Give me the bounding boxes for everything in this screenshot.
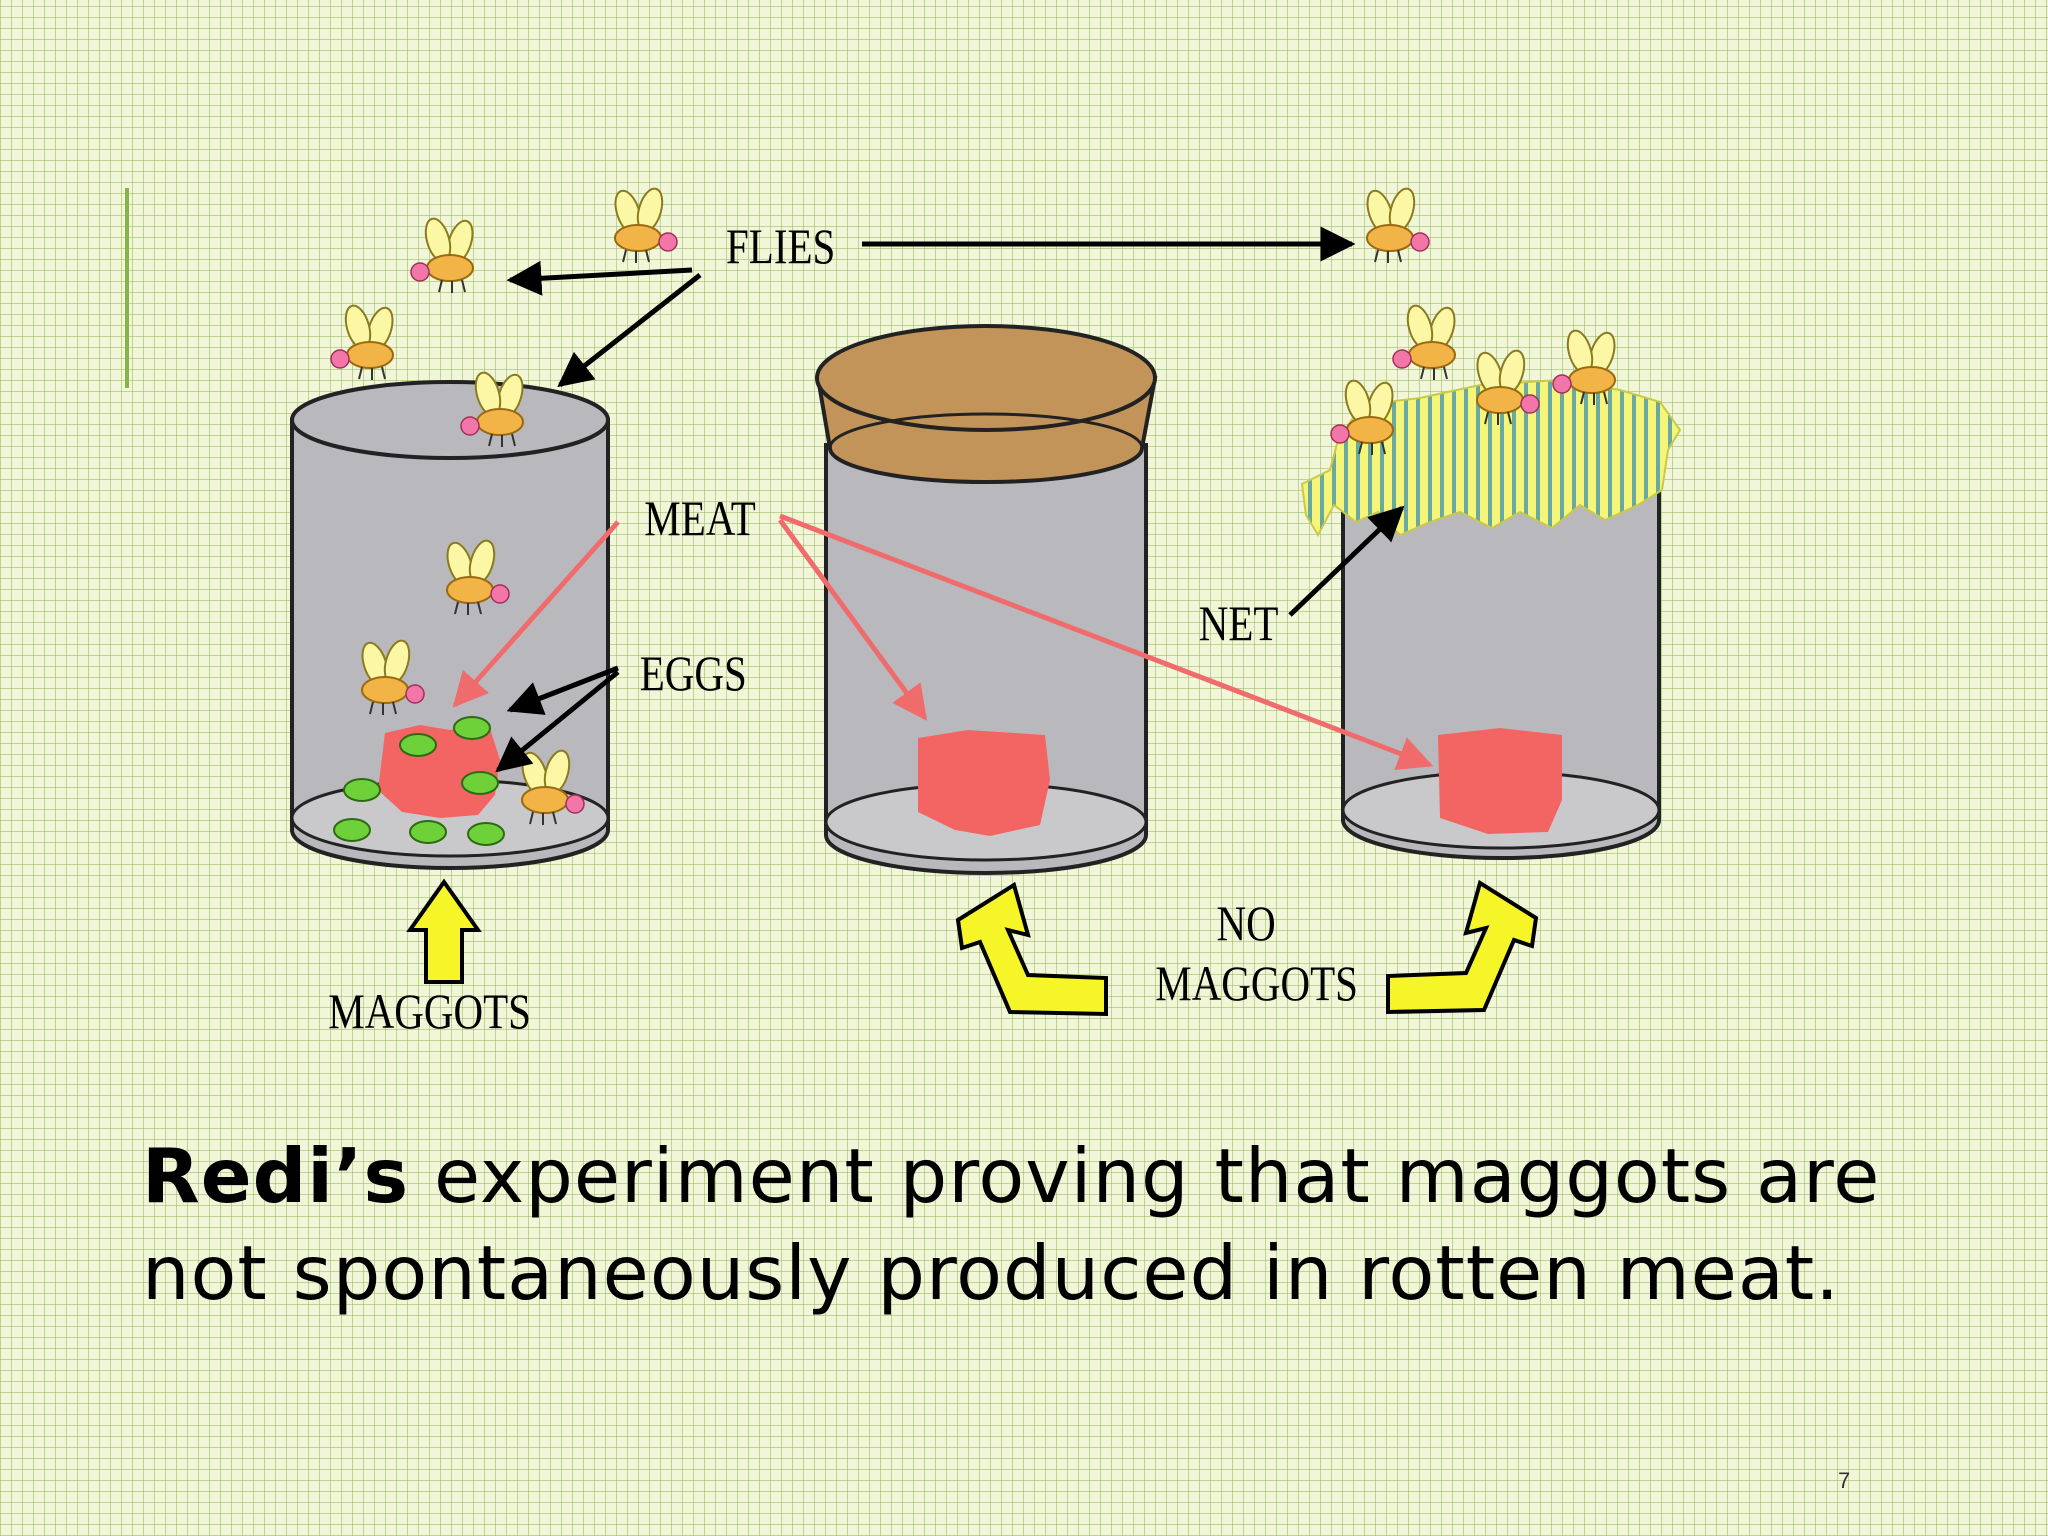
eggs-label: EGGS (640, 645, 747, 701)
net-arrow (1288, 505, 1405, 617)
cork-top (815, 324, 1157, 432)
accent-bar (125, 188, 129, 388)
diagram-labels: FLIES MEAT EGGS NET MAGGOTS NO MAGGOTS (328, 218, 1358, 1039)
caption-text: experiment proving that maggots are not … (142, 1132, 1881, 1317)
meat-icon (918, 730, 1050, 836)
corked-jar (815, 324, 1158, 875)
net-label: NET (1199, 595, 1279, 651)
egg-icon (333, 716, 505, 846)
maggots-label: MAGGOTS (328, 983, 531, 1039)
meat-label: MEAT (644, 490, 756, 546)
caption: Redi’s experiment proving that maggots a… (142, 1128, 1942, 1322)
net-icon (1300, 378, 1682, 538)
no-maggots-label-line1: NO (1217, 895, 1276, 951)
jar-top-rim (290, 380, 610, 460)
flies-label: FLIES (726, 218, 835, 274)
meat-icon (1438, 728, 1562, 834)
eggs-arrows (495, 665, 620, 773)
flies-arrows (506, 226, 1356, 388)
page-number: 7 (1838, 1468, 1851, 1493)
meat-arrows (452, 513, 1434, 771)
no-maggots-right-arrow (1386, 879, 1539, 1015)
caption-bold: Redi’s (142, 1132, 410, 1220)
no-maggots-left-arrow (955, 881, 1108, 1017)
redi-experiment-diagram: FLIES MEAT EGGS NET MAGGOTS NO MAGGOTS (290, 184, 1682, 1039)
no-maggots-label-line2: MAGGOTS (1155, 955, 1358, 1011)
maggots-pointer-arrow (406, 878, 482, 984)
net-covered-jar (1300, 303, 1682, 860)
jar-icon (824, 443, 1148, 875)
yellow-arrows (406, 878, 1539, 1017)
